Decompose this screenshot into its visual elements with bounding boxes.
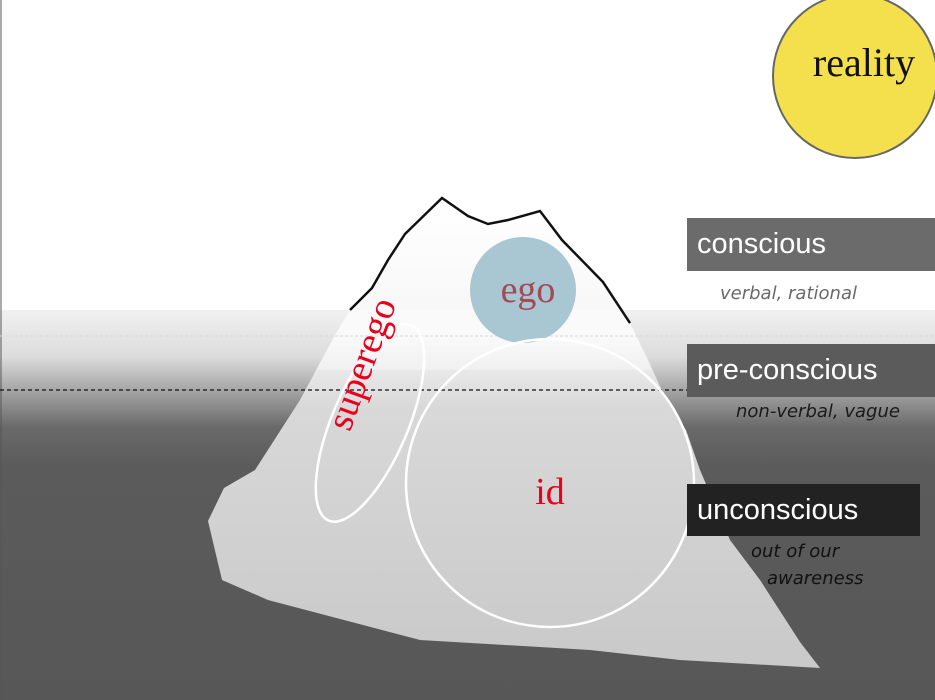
id-label: id — [535, 471, 565, 513]
reality-sun — [772, 0, 935, 159]
reality-label: reality — [813, 40, 915, 85]
ego-label: ego — [501, 269, 556, 311]
iceberg-tip-outline — [349, 196, 632, 324]
level-unconscious: unconscious — [687, 484, 920, 536]
level-unconscious-description-line2: awareness — [767, 568, 864, 589]
level-conscious-description: verbal, rational — [720, 283, 857, 304]
superego-ellipse — [314, 323, 426, 523]
id-circle — [404, 337, 696, 629]
ego-circle — [470, 237, 576, 343]
level-pre-conscious: pre-conscious — [687, 344, 935, 397]
level-unconscious-description-line1: out of our — [751, 541, 840, 562]
iceberg — [208, 198, 820, 668]
level-pre-conscious-description: non-verbal, vague — [736, 401, 900, 422]
level-conscious: conscious — [687, 218, 935, 271]
